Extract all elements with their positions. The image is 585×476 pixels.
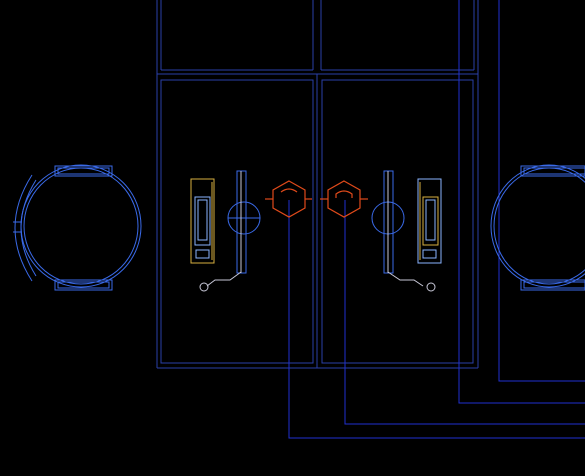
left-chair-top-rail-inner [57,167,110,175]
lever-handle-icon [371,170,436,292]
right-hex-tag-outline [327,180,361,218]
hexagon-tag-icon [320,180,368,218]
round-chair-icon [490,164,585,291]
leader-line-frame [458,0,585,404]
right-chair-top-rail-inner [523,167,585,175]
left-handle-lever [206,271,242,287]
door-lock-icon [190,178,215,264]
left-chair-top-rail [54,165,113,177]
leader-line-outer [498,0,585,382]
left-handle-knob [199,282,209,292]
right-chair-bottom-rail [520,279,585,291]
hexagon-tag-icon [265,180,312,218]
round-chair-icon [13,164,142,291]
right-lock-case [422,196,439,246]
right-chair-bottom-rail-inner [523,281,585,289]
right-chair-top-rail [520,165,585,177]
right-chair-seat-outer [490,164,585,288]
lever-handle-icon [199,170,261,292]
leader-line-left-tag [288,200,585,439]
leader-lines [288,0,585,439]
right-door-leaf [321,79,474,364]
right-handle-lever [387,271,424,287]
left-handle-rose-top [227,201,261,219]
right-lock-latch [422,249,437,259]
right-lock-plate [417,178,442,264]
left-lock-latch [195,249,210,259]
left-chair-back-outer [14,174,33,282]
left-lock-plate [190,178,215,264]
left-chair-bottom-rail [54,279,113,291]
left-lock-case [194,196,211,246]
left-chair-bottom-rail-inner [57,281,110,289]
left-hex-tag-outline [272,180,306,218]
right-handle-knob [426,282,436,292]
left-chair-back-inner [20,179,37,277]
door-lock-icon [417,178,442,264]
leader-line-right-tag [344,200,585,425]
right-lock-case-inner [425,199,436,241]
left-lock-case-inner [197,199,208,241]
door-frame [156,0,479,369]
right-hex-tag-mark [335,190,353,198]
left-hex-tag-mark [280,188,298,193]
